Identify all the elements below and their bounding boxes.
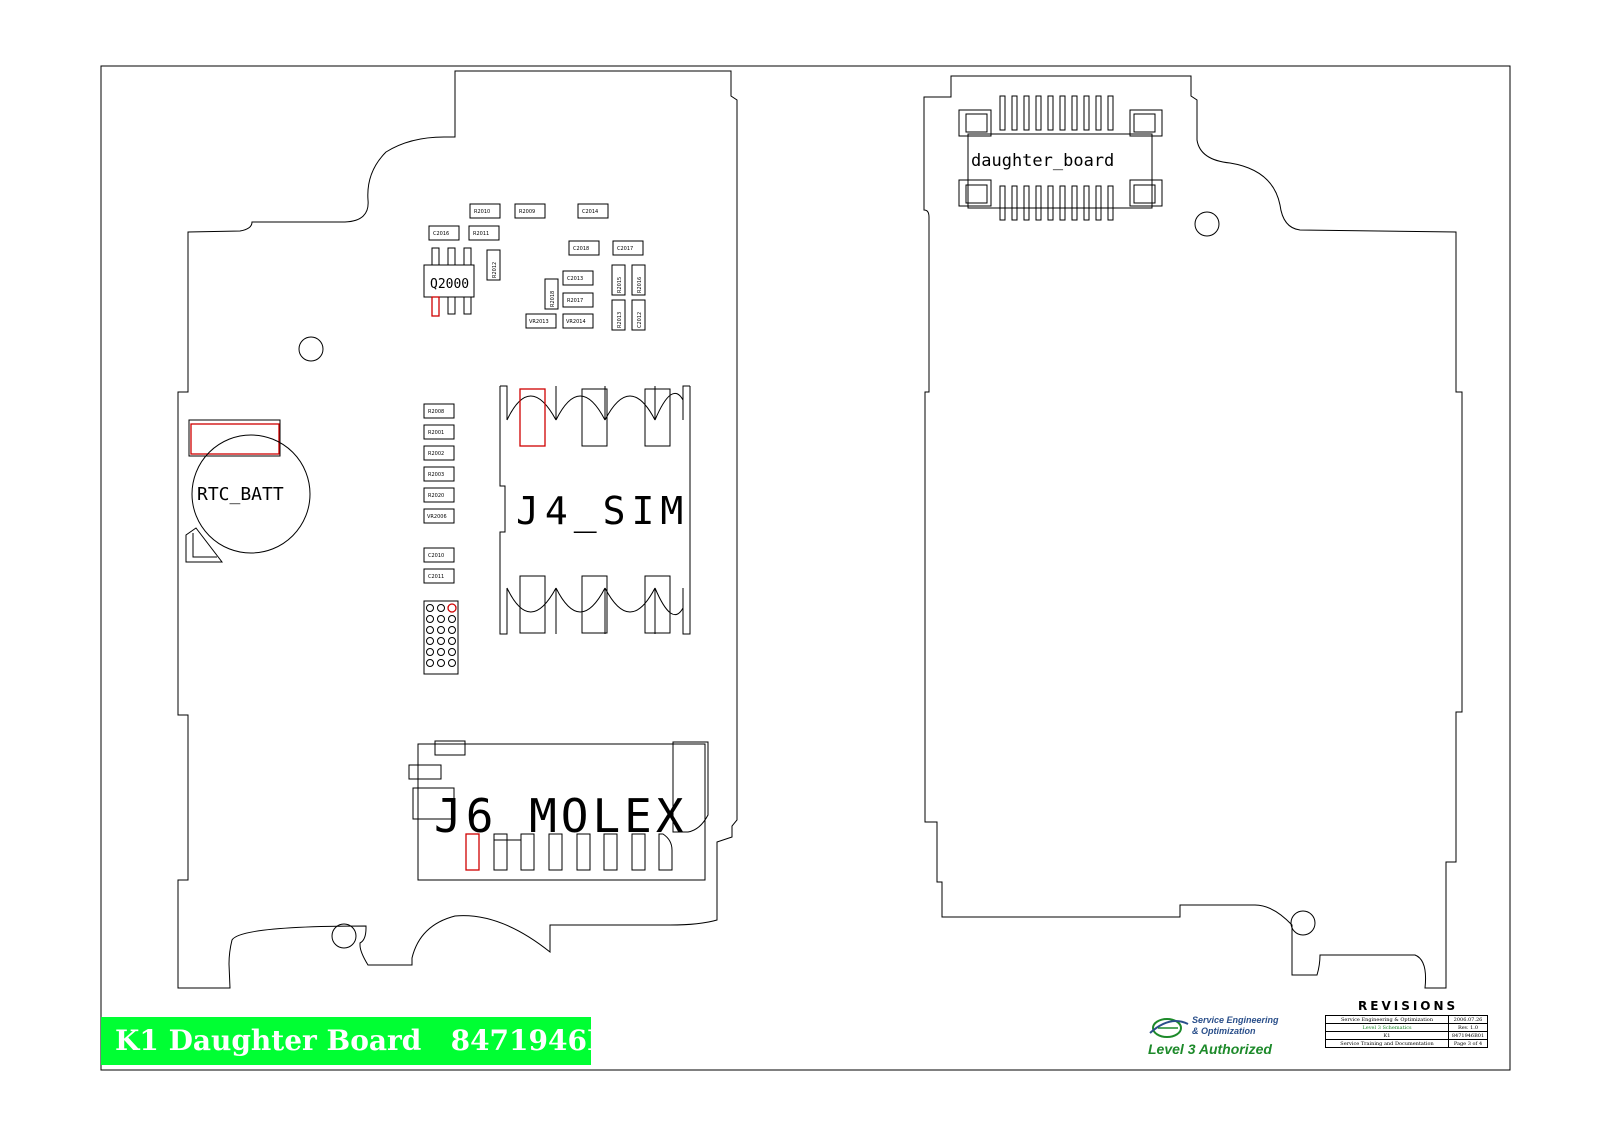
svg-text:R2017: R2017 (567, 298, 583, 304)
svg-text:R2008: R2008 (428, 409, 444, 415)
revision-cell: K1 (1325, 1031, 1449, 1040)
component-r2016: R2016 (631, 264, 646, 296)
component-vr2014: VR2014 (562, 313, 594, 329)
svg-text:R2013: R2013 (617, 312, 623, 328)
component-r2002: R2002 (423, 445, 455, 461)
svg-text:C2013: C2013 (567, 276, 583, 282)
svg-text:R2001: R2001 (428, 430, 444, 436)
revision-cell: Rev. 1.0 (1448, 1023, 1488, 1032)
component-c2018: C2018 (568, 240, 600, 256)
revisions-heading: REVISIONS (1358, 999, 1459, 1013)
component-vr2006: VR2006 (423, 508, 455, 524)
revision-row: Service Training and Documentation Page … (1325, 1039, 1488, 1048)
component-c2013: C2013 (562, 270, 594, 286)
revision-row: K1 8471946B01 (1325, 1031, 1488, 1040)
svg-text:R2002: R2002 (428, 451, 444, 457)
logo-main-text: Level 3 Authorized (1148, 1041, 1272, 1057)
component-c2010: C2010 (423, 547, 455, 563)
component-r2009: R2009 (514, 203, 546, 219)
q2000-transistor: Q2000 (423, 247, 475, 317)
svg-text:VR2013: VR2013 (529, 319, 549, 325)
component-r2001: R2001 (423, 424, 455, 440)
component-r2012: R2012 (486, 249, 501, 281)
mounting-hole (1290, 910, 1316, 936)
revision-cell: 8471946B01 (1448, 1031, 1488, 1040)
svg-text:R2003: R2003 (428, 472, 444, 478)
svg-text:VR2006: VR2006 (427, 514, 447, 520)
component-c2012: C2012 (631, 299, 646, 331)
j4-sim-connector: J4_SIM (499, 385, 691, 635)
logo-line-2: & Optimization (1192, 1026, 1256, 1036)
svg-text:C2011: C2011 (428, 574, 444, 580)
svg-text:R2018: R2018 (550, 291, 556, 307)
logo-text: Service Engineering & Optimization (1192, 1015, 1279, 1037)
component-r2003: R2003 (423, 466, 455, 482)
logo-mark (1149, 1018, 1189, 1038)
svg-text:R2015: R2015 (617, 277, 623, 293)
svg-text:R2012: R2012 (492, 262, 498, 278)
component-r2010: R2010 (469, 203, 501, 219)
svg-text:C2014: C2014 (582, 209, 598, 215)
mounting-hole (298, 336, 324, 362)
revision-row: Service Engineering & Optimization 2006.… (1325, 1015, 1488, 1024)
svg-text:C2016: C2016 (433, 231, 449, 237)
title-block: K1 Daughter Board 8471946B01 (101, 1017, 650, 1065)
mounting-hole (1194, 211, 1220, 237)
drawing-frame (100, 65, 1511, 1071)
component-r2013: R2013 (611, 299, 626, 331)
svg-text:R2011: R2011 (473, 231, 489, 237)
component-r2017: R2017 (562, 292, 594, 308)
daughter-board-connector: daughter_board (958, 95, 1163, 221)
component-r2008: R2008 (423, 403, 455, 419)
component-vr2013: VR2013 (525, 313, 557, 329)
logo-line-1: Service Engineering (1192, 1015, 1279, 1025)
test-pad-grid (423, 600, 459, 675)
revision-cell: Level 3 Schematics (1325, 1023, 1449, 1032)
revisions-table: Service Engineering & Optimization 2006.… (1325, 1015, 1488, 1048)
revision-cell: 2006.07.26 (1448, 1015, 1488, 1024)
component-r2020: R2020 (423, 487, 455, 503)
svg-text:C2012: C2012 (637, 312, 643, 328)
component-r2011: R2011 (468, 225, 500, 241)
svg-text:C2010: C2010 (428, 553, 444, 559)
svg-text:VR2014: VR2014 (566, 319, 586, 325)
svg-text:C2018: C2018 (573, 246, 589, 252)
j4-sim-label: J4_SIM (516, 489, 689, 534)
svg-text:C2017: C2017 (617, 246, 633, 252)
svg-text:R2020: R2020 (428, 493, 444, 499)
revision-cell: Service Training and Documentation (1325, 1039, 1449, 1048)
daughter-board-label: daughter_board (971, 151, 1114, 171)
q2000-label: Q2000 (430, 277, 469, 292)
revision-row: Level 3 Schematics Rev. 1.0 (1325, 1023, 1488, 1032)
mounting-hole (331, 923, 357, 949)
rtc-batt-label: RTC_BATT (197, 484, 284, 505)
svg-text:R2009: R2009 (519, 209, 535, 215)
svg-text:R2010: R2010 (474, 209, 490, 215)
j6-molex-label: J6 MOLEX (434, 789, 688, 843)
component-r2018: R2018 (544, 278, 559, 310)
right-board-outline (923, 75, 1463, 989)
component-r2015: R2015 (611, 264, 626, 296)
revision-cell: Service Engineering & Optimization (1325, 1015, 1449, 1024)
component-c2017: C2017 (612, 240, 644, 256)
j6-molex-connector: J6 MOLEX (408, 740, 709, 881)
svg-text:R2016: R2016 (637, 277, 643, 293)
rtc-batt: RTC_BATT (185, 419, 311, 563)
left-board-outline (177, 70, 738, 989)
component-c2016: C2016 (428, 225, 460, 241)
component-c2011: C2011 (423, 568, 455, 584)
revision-cell: Page 3 of 4 (1448, 1039, 1488, 1048)
component-c2014: C2014 (577, 203, 609, 219)
